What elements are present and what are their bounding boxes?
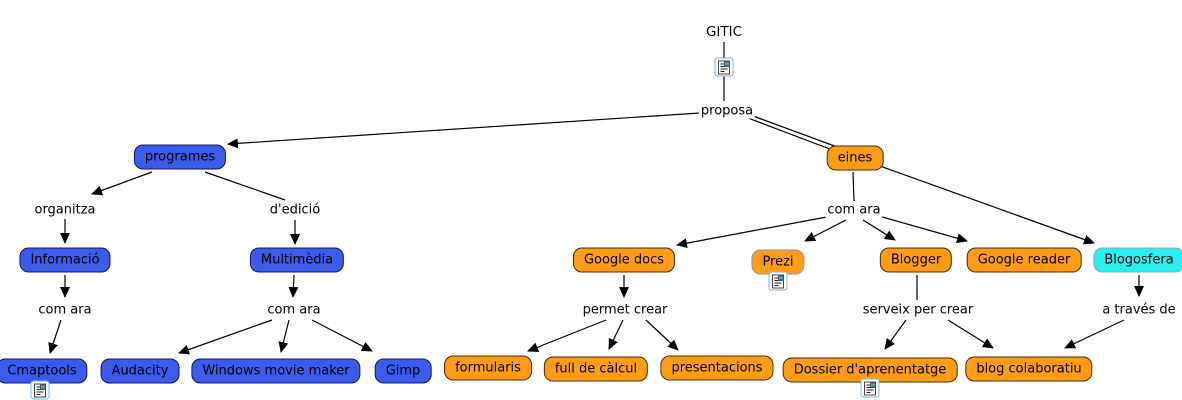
document-with-image-icon (33, 383, 46, 397)
linking-phrase-com-ara-informacio[interactable]: com ara (36, 302, 94, 318)
concept-google-docs[interactable]: Google docs (572, 247, 676, 273)
concept-blog-colaboratiu[interactable]: blog colaboratiu (965, 356, 1093, 382)
resource-document-icon[interactable] (714, 57, 734, 77)
concept-programes[interactable]: programes (133, 144, 227, 170)
document-with-image-icon (771, 274, 784, 288)
concept-multimedia[interactable]: Multimèdia (249, 247, 345, 273)
concept-eines[interactable]: eines (826, 145, 884, 171)
linking-phrase-dedicio[interactable]: d'edició (267, 202, 323, 218)
concept-gitic[interactable]: GITIC (703, 24, 745, 40)
concept-blogosfera[interactable]: Blogosfera (1093, 247, 1182, 273)
concept-informacio[interactable]: Informació (19, 247, 111, 273)
linking-phrase-organitza[interactable]: organitza (32, 202, 98, 218)
linking-phrase-com-ara-multimedia[interactable]: com ara (265, 302, 323, 318)
concept-audacity[interactable]: Audacity (100, 358, 180, 384)
linking-phrase-proposa[interactable]: proposa (698, 103, 756, 119)
concept-cmaptools[interactable]: Cmaptools (0, 358, 88, 384)
linking-phrase-a-traves-de[interactable]: a través de (1100, 302, 1178, 318)
resource-document-icon[interactable] (860, 378, 880, 398)
concept-dossier-aprenentatge[interactable]: Dossier d'aprenentatge (782, 357, 958, 383)
concept-gimp[interactable]: Gimp (374, 358, 432, 384)
document-with-image-icon (863, 381, 876, 395)
concept-full-de-calcul[interactable]: full de càlcul (543, 356, 649, 382)
linking-phrase-serveix-per-crear[interactable]: serveix per crear (860, 302, 976, 318)
concept-presentacions[interactable]: presentacions (660, 355, 774, 381)
document-with-image-icon (717, 60, 730, 74)
concept-formularis[interactable]: formularis (444, 355, 532, 381)
concept-blogger[interactable]: Blogger (879, 247, 953, 273)
resource-document-icon[interactable] (30, 380, 50, 400)
linking-phrase-permet-crear[interactable]: permet crear (580, 302, 670, 318)
concept-google-reader[interactable]: Google reader (966, 247, 1082, 273)
concept-windows-movie-maker[interactable]: Windows movie maker (191, 358, 361, 384)
resource-document-icon[interactable] (768, 271, 788, 291)
linking-phrase-com-ara-eines[interactable]: com ara (825, 202, 883, 218)
